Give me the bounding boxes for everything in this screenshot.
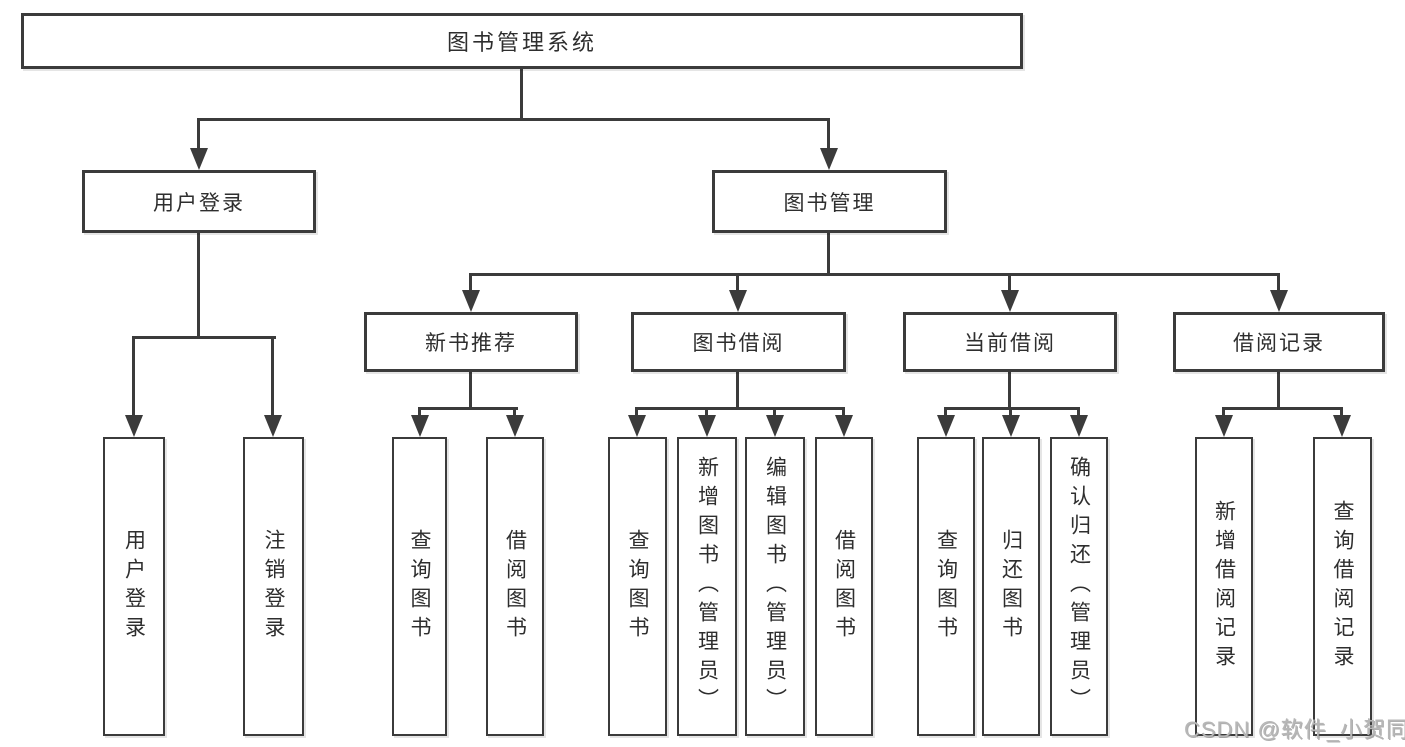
arrowhead-down-icon xyxy=(264,415,282,437)
arrowhead-down-icon xyxy=(698,415,716,437)
arrowhead-down-icon xyxy=(729,290,747,312)
connector-line xyxy=(418,407,518,410)
arrowhead-down-icon xyxy=(1002,415,1020,437)
node-library-management-system: 图书管理系统 xyxy=(21,13,1023,69)
connector-line xyxy=(132,336,135,418)
connector-line xyxy=(1340,407,1343,419)
arrowhead-down-icon xyxy=(411,415,429,437)
node-label: 图书管理系统 xyxy=(446,30,597,55)
node-label: 图书借阅 xyxy=(692,332,785,355)
connector-line xyxy=(1277,372,1280,410)
connector-line xyxy=(469,273,1280,276)
leaf-query-borrow-record: 查询借阅记录 xyxy=(1313,437,1372,736)
leaf-label: 编辑图书（管理员） xyxy=(763,456,787,717)
leaf-query-books-current: 查询图书 xyxy=(917,437,975,736)
leaf-label: 确认归还（管理员） xyxy=(1067,456,1091,717)
arrowhead-down-icon xyxy=(1333,415,1351,437)
arrowhead-down-icon xyxy=(766,415,784,437)
node-book-borrowing: 图书借阅 xyxy=(631,312,846,372)
connector-line xyxy=(1222,407,1343,410)
arrowhead-down-icon xyxy=(462,290,480,312)
leaf-label: 查询图书 xyxy=(934,528,958,645)
node-borrowing-records: 借阅记录 xyxy=(1173,312,1385,372)
arrowhead-down-icon xyxy=(820,148,838,170)
connector-line xyxy=(944,407,1080,410)
connector-line xyxy=(197,118,200,152)
leaf-label: 新增图书（管理员） xyxy=(695,456,719,717)
arrowhead-down-icon xyxy=(1270,290,1288,312)
connector-line xyxy=(197,118,830,121)
connector-line xyxy=(635,407,638,419)
arrowhead-down-icon xyxy=(835,415,853,437)
connector-line xyxy=(827,233,830,276)
connector-line xyxy=(1277,273,1280,293)
connector-line xyxy=(1008,372,1011,410)
connector-line xyxy=(520,69,523,118)
leaf-return-books: 归还图书 xyxy=(982,437,1040,736)
leaf-edit-books-admin: 编辑图书（管理员） xyxy=(745,437,805,736)
connector-line xyxy=(418,407,421,419)
arrowhead-down-icon xyxy=(1001,290,1019,312)
leaf-label: 用户登录 xyxy=(122,528,146,645)
connector-line xyxy=(1077,407,1080,419)
csdn-watermark: CSDN @软件_小贺同学 xyxy=(1184,717,1405,742)
connector-line xyxy=(773,407,776,419)
connector-line xyxy=(736,372,739,410)
connector-line xyxy=(1222,407,1225,419)
connector-line xyxy=(513,407,516,419)
arrowhead-down-icon xyxy=(1215,415,1233,437)
leaf-confirm-return-admin: 确认归还（管理员） xyxy=(1050,437,1108,736)
connector-line xyxy=(635,407,845,410)
leaf-add-borrow-record: 新增借阅记录 xyxy=(1195,437,1253,736)
arrowhead-down-icon xyxy=(190,148,208,170)
connector-line xyxy=(944,407,947,419)
leaf-label: 归还图书 xyxy=(999,528,1023,645)
arrowhead-down-icon xyxy=(1070,415,1088,437)
leaf-borrow-books: 借阅图书 xyxy=(815,437,873,736)
connector-line xyxy=(842,407,845,419)
leaf-query-books-borrow: 查询图书 xyxy=(608,437,667,736)
connector-line xyxy=(705,407,708,419)
leaf-label: 查询借阅记录 xyxy=(1331,499,1354,674)
leaf-borrow-books-recommend: 借阅图书 xyxy=(486,437,544,736)
leaf-label: 查询图书 xyxy=(408,528,431,645)
node-label: 新书推荐 xyxy=(425,332,517,355)
leaf-query-books-recommend: 查询图书 xyxy=(392,437,447,736)
connector-line xyxy=(1008,273,1011,293)
leaf-label: 借阅图书 xyxy=(503,528,527,645)
leaf-logout: 注销登录 xyxy=(243,437,304,736)
node-new-book-recommend: 新书推荐 xyxy=(364,312,578,372)
arrowhead-down-icon xyxy=(506,415,524,437)
connector-line xyxy=(827,118,830,152)
leaf-label: 查询图书 xyxy=(626,528,649,645)
leaf-label: 新增借阅记录 xyxy=(1212,499,1236,674)
connector-line xyxy=(132,336,276,339)
connector-line xyxy=(1009,407,1012,419)
connector-line xyxy=(469,372,472,410)
arrowhead-down-icon xyxy=(937,415,955,437)
node-current-borrowing: 当前借阅 xyxy=(903,312,1117,372)
node-user-login: 用户登录 xyxy=(82,170,316,233)
node-label: 当前借阅 xyxy=(964,332,1056,355)
node-book-management: 图书管理 xyxy=(712,170,947,233)
leaf-user-login: 用户登录 xyxy=(103,437,165,736)
node-label: 图书管理 xyxy=(783,191,876,215)
arrowhead-down-icon xyxy=(628,415,646,437)
leaf-label: 借阅图书 xyxy=(832,528,856,645)
arrowhead-down-icon xyxy=(125,415,143,437)
leaf-label: 注销登录 xyxy=(262,528,285,645)
connector-line xyxy=(271,336,274,418)
connector-line xyxy=(469,273,472,293)
node-label: 借阅记录 xyxy=(1233,332,1325,355)
node-label: 用户登录 xyxy=(153,191,245,215)
connector-line xyxy=(197,233,200,339)
leaf-add-books-admin: 新增图书（管理员） xyxy=(677,437,737,736)
connector-line xyxy=(736,273,739,293)
